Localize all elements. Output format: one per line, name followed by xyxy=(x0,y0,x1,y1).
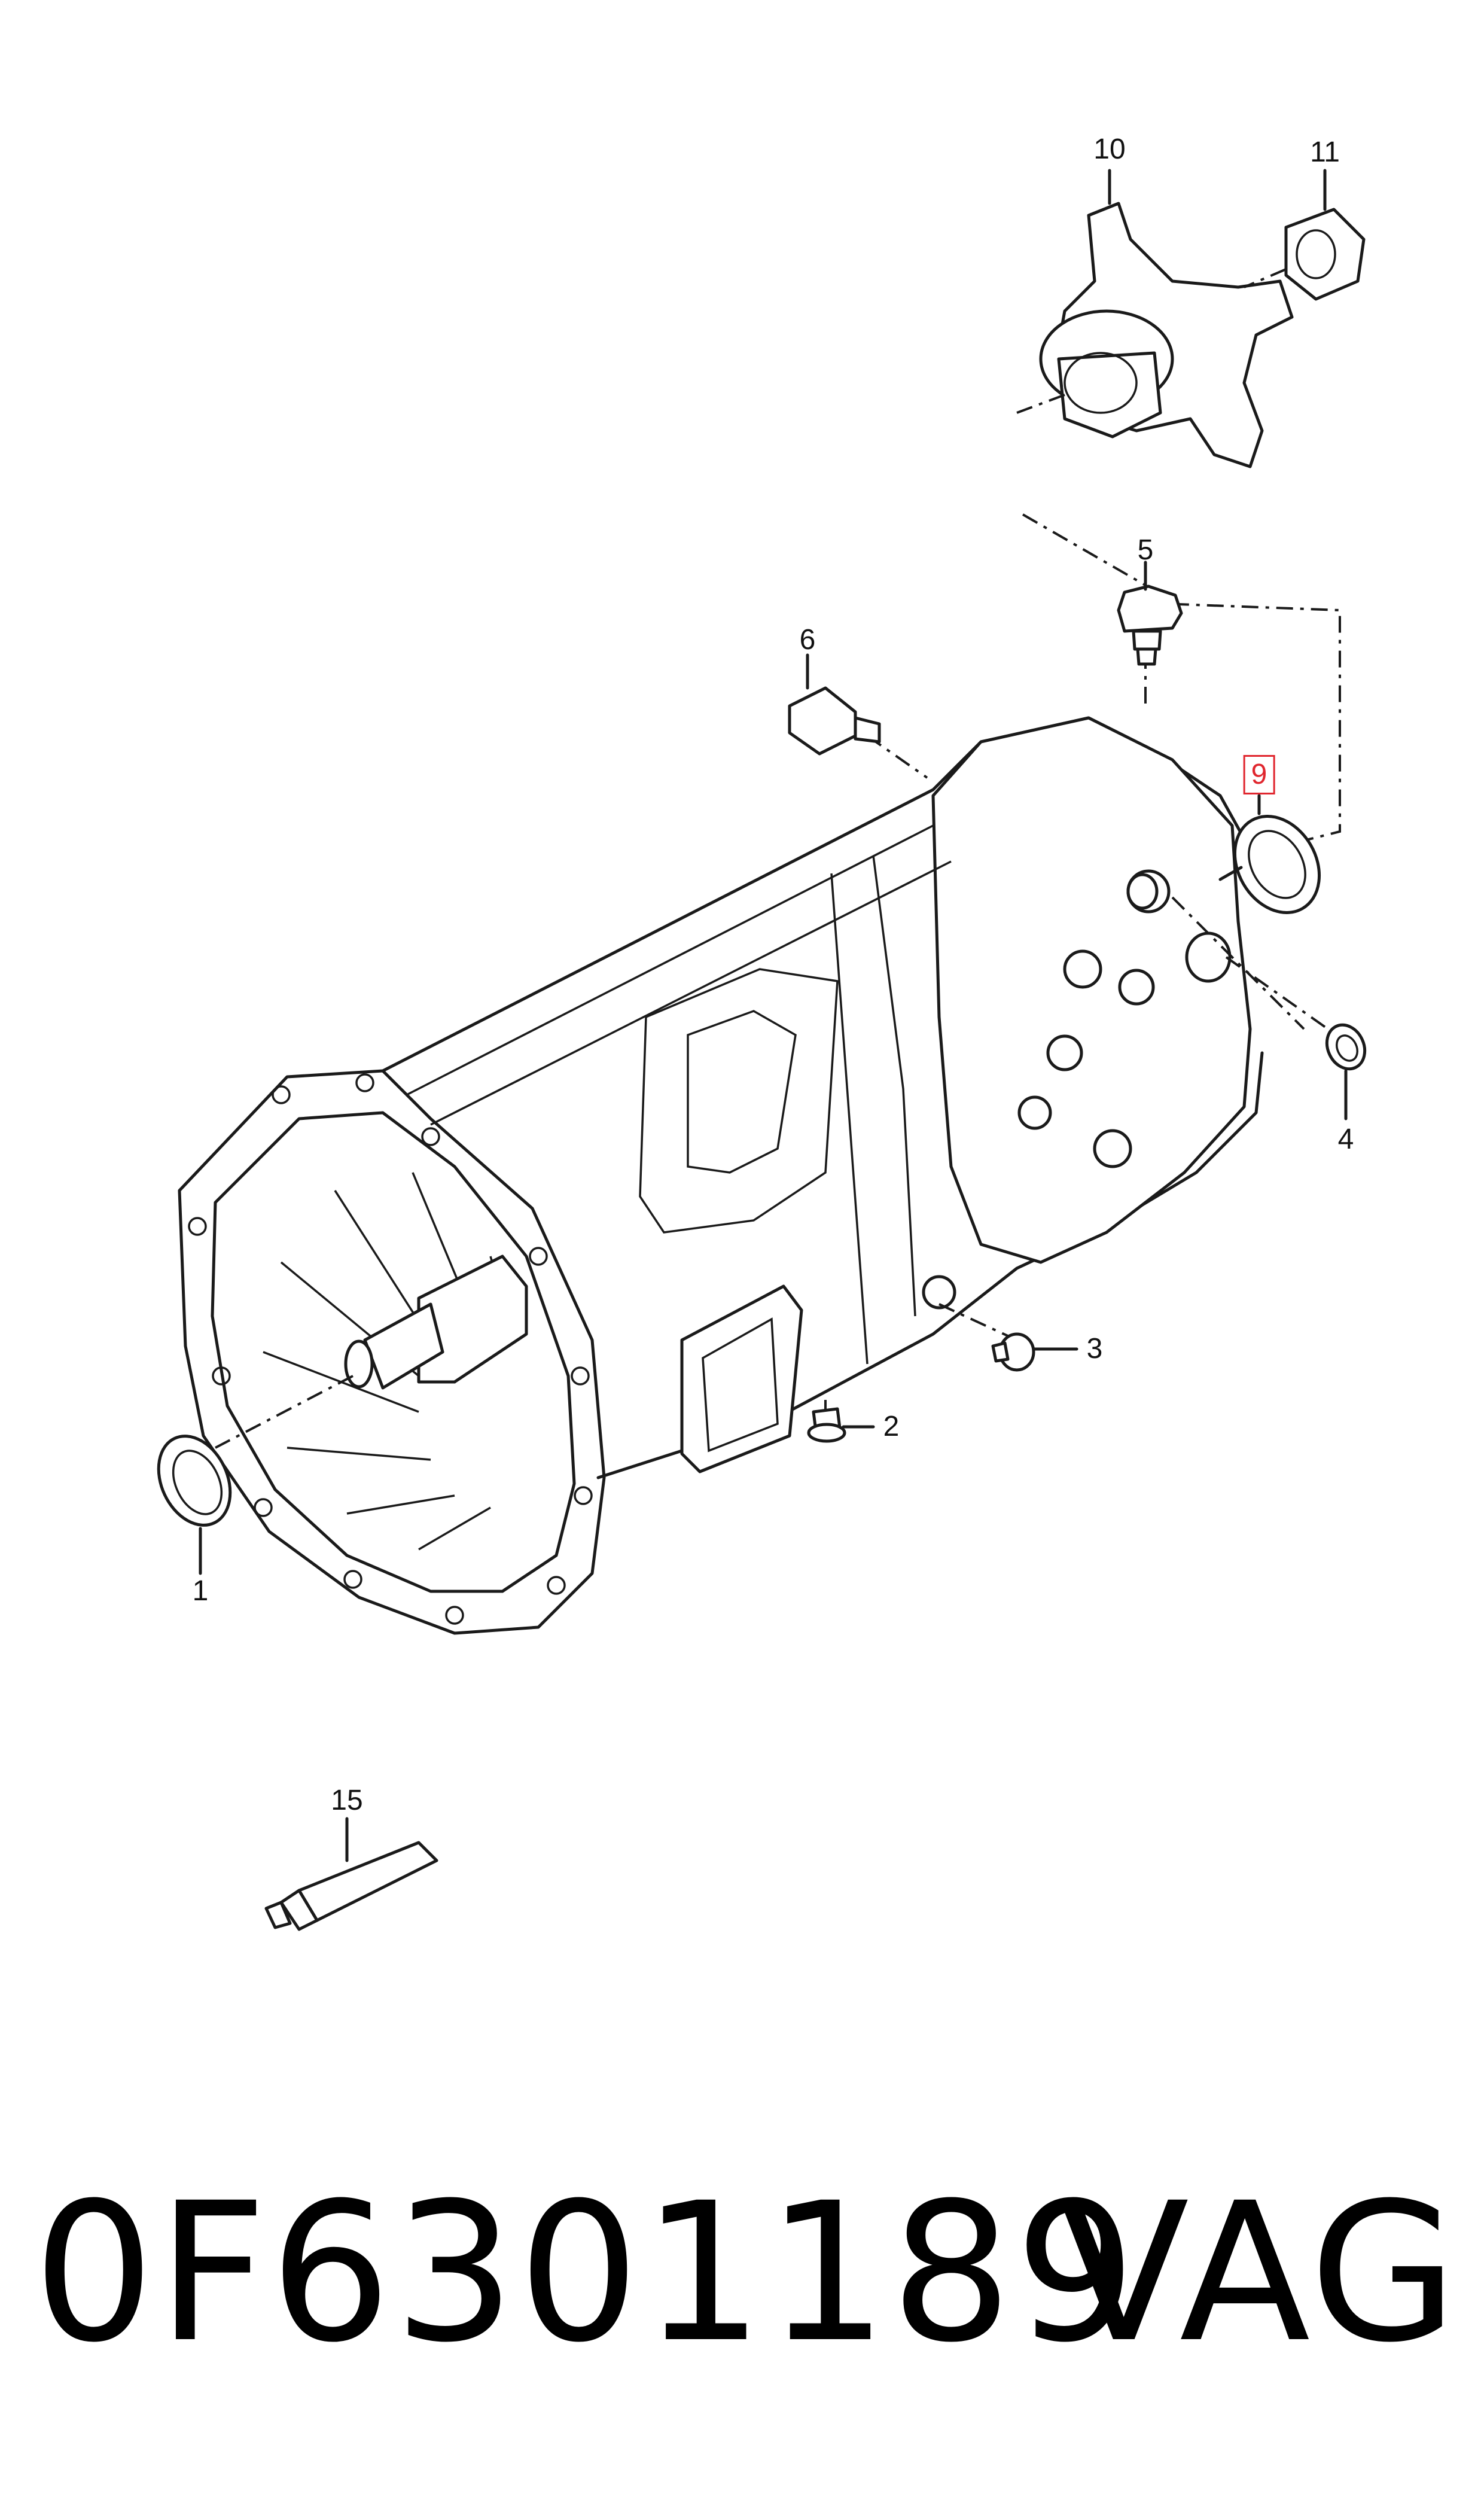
part-6-sender xyxy=(788,653,881,756)
part-5-switch xyxy=(1117,561,1183,666)
part-9-seal xyxy=(1218,794,1321,914)
part-number: 0F6301189 xyxy=(33,2162,1139,2385)
part-15-sealant-tube xyxy=(264,1817,438,1931)
callout-15: 15 xyxy=(331,1785,363,1816)
brand-label: VAG xyxy=(1058,2162,1460,2385)
transmission-exploded-diagram xyxy=(157,169,1367,1931)
part-2-drain-plug xyxy=(807,1407,875,1443)
callout-6: 6 xyxy=(799,624,816,656)
callout-10: 10 xyxy=(1093,133,1126,165)
transmission-housing xyxy=(178,716,1264,1635)
callout-1: 1 xyxy=(192,1575,209,1607)
part-4-seal xyxy=(1325,1023,1367,1121)
callout-3: 3 xyxy=(1086,1333,1103,1365)
callout-2: 2 xyxy=(883,1411,900,1442)
callout-4: 4 xyxy=(1337,1123,1354,1155)
callout-5: 5 xyxy=(1137,534,1154,566)
footer: 0F6301189 VAG xyxy=(0,2178,1484,2429)
part-3-filler-plug xyxy=(991,1332,1078,1372)
part-11-nut xyxy=(1244,169,1366,301)
callout-11: 11 xyxy=(1310,136,1340,168)
callout-9-highlighted: 9 xyxy=(1243,755,1275,794)
part-1-shaft-seal xyxy=(157,1435,232,1575)
part-10-flange xyxy=(1016,169,1294,468)
